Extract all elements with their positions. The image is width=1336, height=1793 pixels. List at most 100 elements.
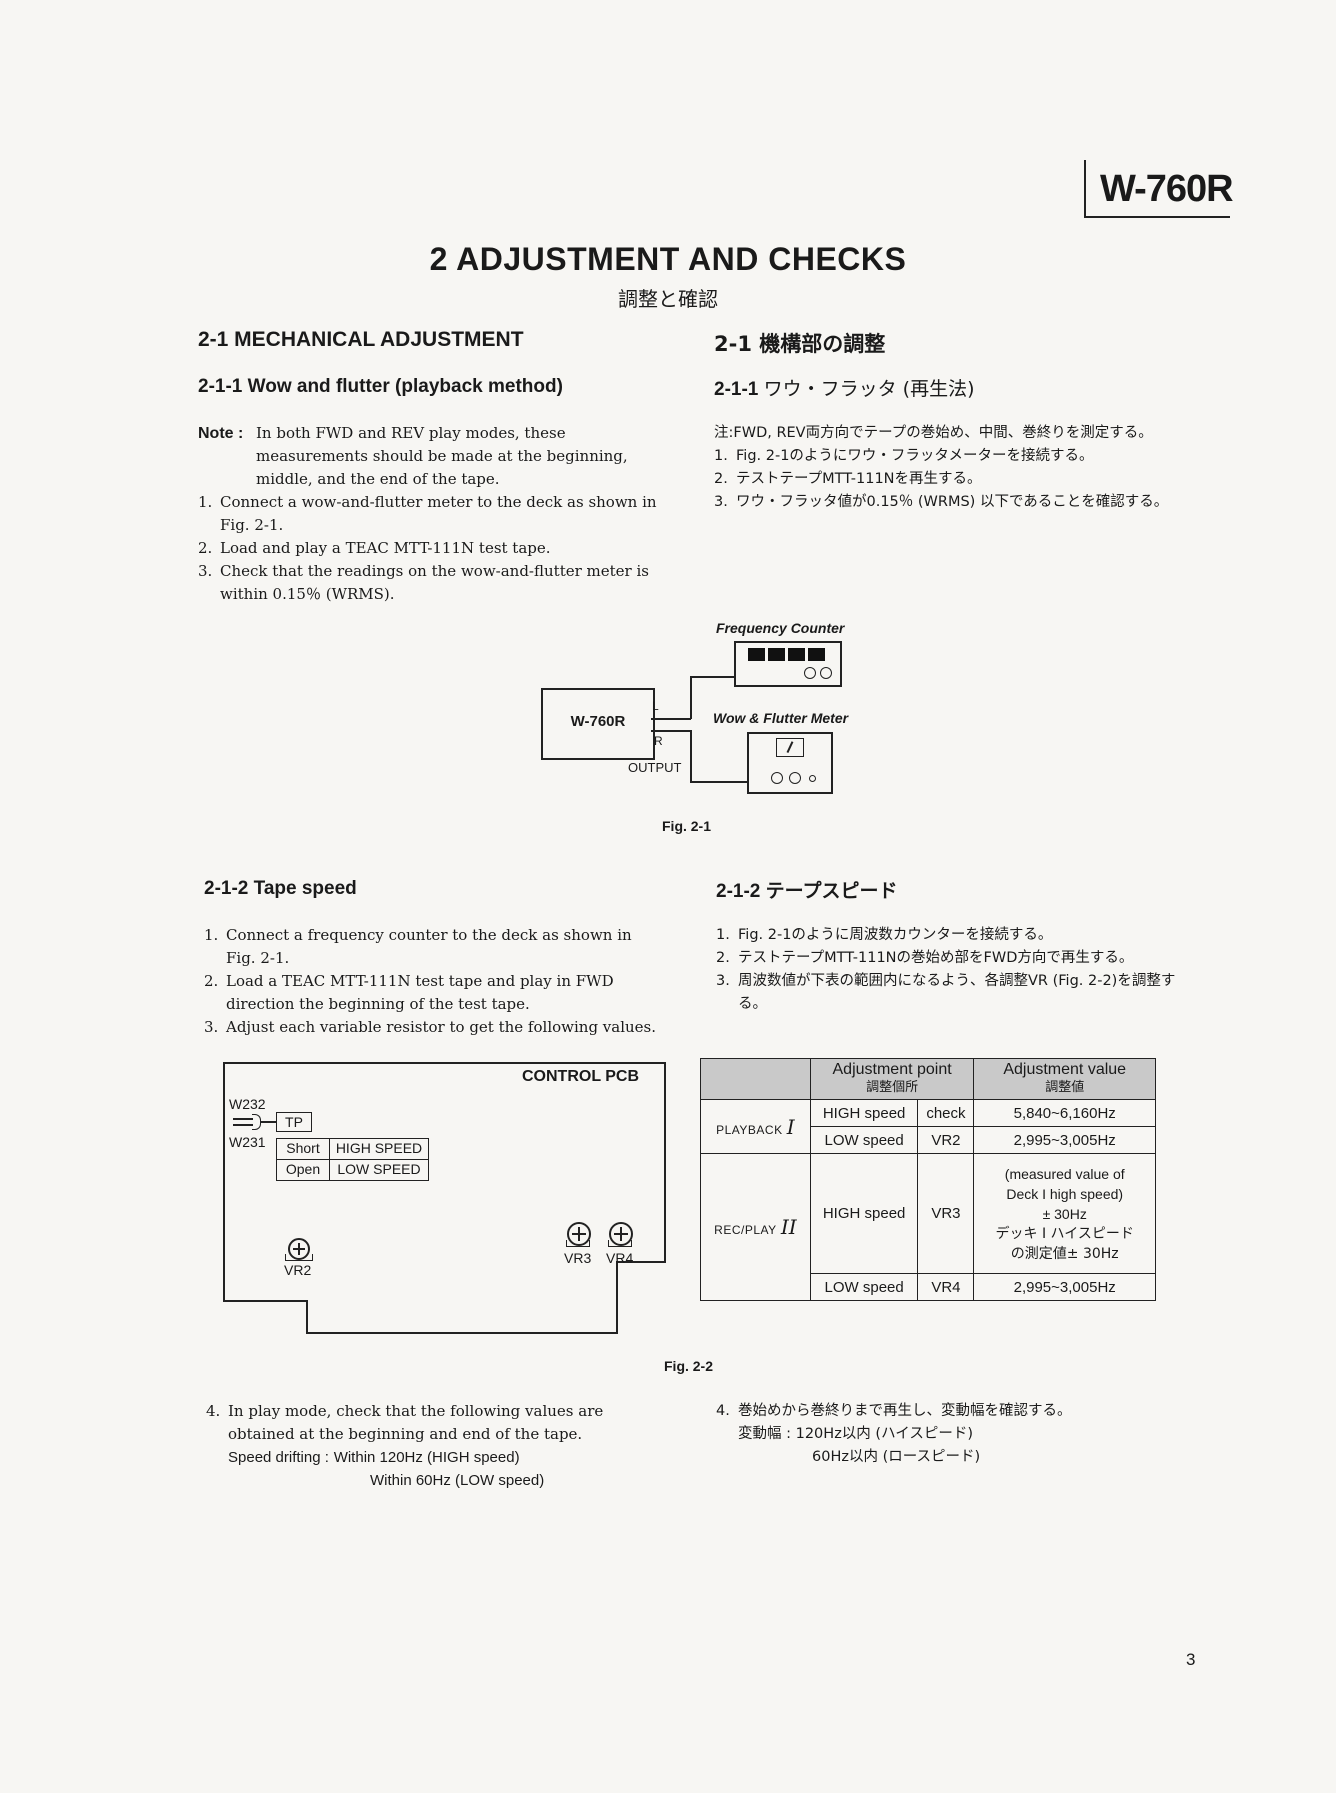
table-row: PLAYBACK I HIGH speed check 5,840~6,160H… [700, 1099, 1156, 1154]
note-block-jp: 注:FWD, REV両方向でテープの巻始め、中間、巻終りを測定する。 1.Fig… [714, 422, 1184, 514]
short-box: Short [276, 1138, 330, 1160]
output-l-label: L [652, 699, 659, 713]
wow-flutter-meter-box [747, 732, 833, 794]
note-jp: 注:FWD, REV両方向でテープの巻始め、中間、巻終りを測定する。 [714, 425, 1153, 441]
pcb-title: CONTROL PCB [522, 1068, 640, 1085]
table-row: LOW speed VR2 2,995~3,005Hz [701, 1126, 1156, 1154]
list-item: 2.テストテープMTT-111Nの巻始め部をFWD方向で再生する。 [716, 950, 1134, 966]
vr2-base-icon [285, 1254, 313, 1261]
counter-display-icon [748, 648, 828, 661]
page-title: 2 ADJUSTMENT AND CHECKS [429, 241, 907, 277]
fluctuation-line: 変動幅 : 120Hz以内 (ハイスピード) [738, 1426, 973, 1442]
output-r-label: R [654, 734, 663, 748]
subsection-text-jp: ワウ・フラッタ (再生法) [763, 378, 975, 400]
step4-en: 4. In play mode, check that the followin… [206, 1400, 666, 1492]
table-cell: HIGH speed [809, 1153, 919, 1274]
jumper-lead [260, 1121, 276, 1123]
output-label: OUTPUT [628, 760, 682, 775]
deck-box: W-760R [541, 688, 655, 760]
open-box: Open [276, 1159, 330, 1181]
list-item: 3.ワウ・フラッタ値が0.15％ (WRMS) 以下であることを確認する。 [714, 494, 1169, 510]
knob-icon [789, 772, 801, 784]
list-item: 2.テストテープMTT-111Nを再生する。 [714, 471, 982, 487]
vr4-trimmer-icon [609, 1222, 633, 1246]
list-item: 3.Adjust each variable resistor to get t… [204, 1018, 657, 1036]
low-speed-box: LOW SPEED [329, 1159, 429, 1181]
step4-jp: 4. 巻始めから巻終りまで再生し、変動幅を確認する。 変動幅 : 120Hz以内… [716, 1400, 1176, 1469]
vr2-trimmer-icon [288, 1238, 310, 1260]
pcb-outline-notch-left [306, 1300, 308, 1334]
speed-drifting-line: Speed drifting : Within 120Hz (HIGH spee… [228, 1449, 520, 1466]
note-text: In both FWD and REV play modes, these me… [256, 424, 628, 488]
w232-label: W232 [229, 1096, 266, 1112]
wow-flutter-meter-label: Wow & Flutter Meter [713, 710, 849, 726]
w231-label: W231 [229, 1134, 266, 1150]
steps-list-jp: 1.Fig. 2-1のようにワウ・フラッタメーターを接続する。 2.テストテープ… [714, 445, 1184, 514]
note-block-en: Note : In both FWD and REV play modes, t… [198, 422, 664, 606]
tp-box: TP [276, 1112, 312, 1132]
list-item: 1.Connect a frequency counter to the dec… [204, 926, 632, 967]
list-item: 4. 巻始めから巻終りまで再生し、変動幅を確認する。 [716, 1403, 1072, 1419]
list-item: 1.Fig. 2-1のように周波数カウンターを接続する。 [716, 927, 1053, 943]
table-cell: VR3 [917, 1153, 975, 1274]
list-item: 3.Check that the readings on the wow-and… [198, 562, 649, 603]
wire-r-vertical [690, 730, 692, 782]
meter-gauge-icon [776, 738, 804, 757]
list-item: 4. In play mode, check that the followin… [206, 1402, 604, 1443]
fig-2-2-caption: Fig. 2-2 [664, 1358, 714, 1374]
list-item: 1.Connect a wow-and-flutter meter to the… [198, 493, 657, 534]
knob-icon [809, 775, 816, 782]
pcb-outline-notch-top [616, 1261, 666, 1263]
wire-to-counter [690, 676, 736, 678]
page-title-jp: 調整と確認 [618, 287, 718, 311]
subsection-heading-jp: 2-1-1 ワウ・フラッタ (再生法) [714, 374, 975, 401]
table-cell: LOW speed [809, 1273, 919, 1301]
tape-speed-heading-jp: 2-1-2 テープスピード [716, 881, 898, 902]
tape-speed-steps-jp: 1.Fig. 2-1のように周波数カウンターを接続する。 2.テストテープMTT… [716, 924, 1176, 1016]
deck-label: W-760R [570, 713, 626, 730]
table-row: LOW speed VR4 2,995~3,005Hz [701, 1273, 1156, 1301]
table-header-blank [700, 1058, 811, 1100]
table-cell: VR4 [917, 1273, 975, 1301]
table-cell: LOW speed [809, 1126, 919, 1154]
frequency-counter-box [734, 641, 842, 687]
vr3-label: VR3 [564, 1250, 592, 1266]
jumper-line-icon [233, 1124, 253, 1126]
vr2-label: VR2 [284, 1262, 312, 1278]
vr4-label: VR4 [606, 1250, 634, 1266]
knob-icon [804, 667, 816, 679]
vr3-trimmer-icon [567, 1222, 591, 1246]
high-speed-box: HIGH SPEED [329, 1138, 429, 1160]
wire-to-meter [690, 781, 748, 783]
section-heading-jp: 2-1 機構部の調整 [714, 332, 886, 356]
list-item: 1.Fig. 2-1のようにワウ・フラッタメーターを接続する。 [714, 448, 1094, 464]
steps-list-en: 1.Connect a frequency counter to the dec… [204, 924, 666, 1039]
page-number: 3 [1186, 1650, 1196, 1669]
list-item: 3.周波数値が下表の範囲内になるよう、各調整VR (Fig. 2-2)を調整する… [716, 973, 1176, 1012]
vr3-base-icon [566, 1240, 590, 1247]
knob-icon [771, 772, 783, 784]
table-row: REC/PLAY II HIGH speed VR3 (measured val… [700, 1153, 1156, 1301]
wire-l [651, 718, 691, 720]
list-item: 2.Load and play a TEAC MTT-111N test tap… [198, 539, 551, 557]
model-number: W-760R [1100, 168, 1234, 210]
table-cell: 2,995~3,005Hz [973, 1273, 1156, 1301]
playback-cell: PLAYBACK I [700, 1099, 811, 1154]
fluctuation-low: 60Hz以内 (ロースピード) [812, 1449, 981, 1465]
steps-list-en: 1.Connect a wow-and-flutter meter to the… [198, 491, 664, 606]
pcb-outline-bottom-left [223, 1300, 307, 1302]
speed-drifting-low: Within 60Hz (LOW speed) [370, 1472, 545, 1489]
table-cell: 2,995~3,005Hz [973, 1126, 1156, 1154]
table-cell: (measured value of Deck I high speed) ± … [973, 1153, 1156, 1274]
vr4-base-icon [608, 1240, 632, 1247]
pcb-outline-bottom [306, 1332, 618, 1334]
table-cell: 5,840~6,160Hz [973, 1099, 1156, 1127]
knob-icon [820, 667, 832, 679]
section-heading-en: 2-1 MECHANICAL ADJUSTMENT [198, 328, 524, 351]
pcb-outline-right [664, 1062, 666, 1262]
fig-2-1-caption: Fig. 2-1 [662, 818, 712, 834]
steps-list-jp: 1.Fig. 2-1のように周波数カウンターを接続する。 2.テストテープMTT… [716, 924, 1176, 1016]
